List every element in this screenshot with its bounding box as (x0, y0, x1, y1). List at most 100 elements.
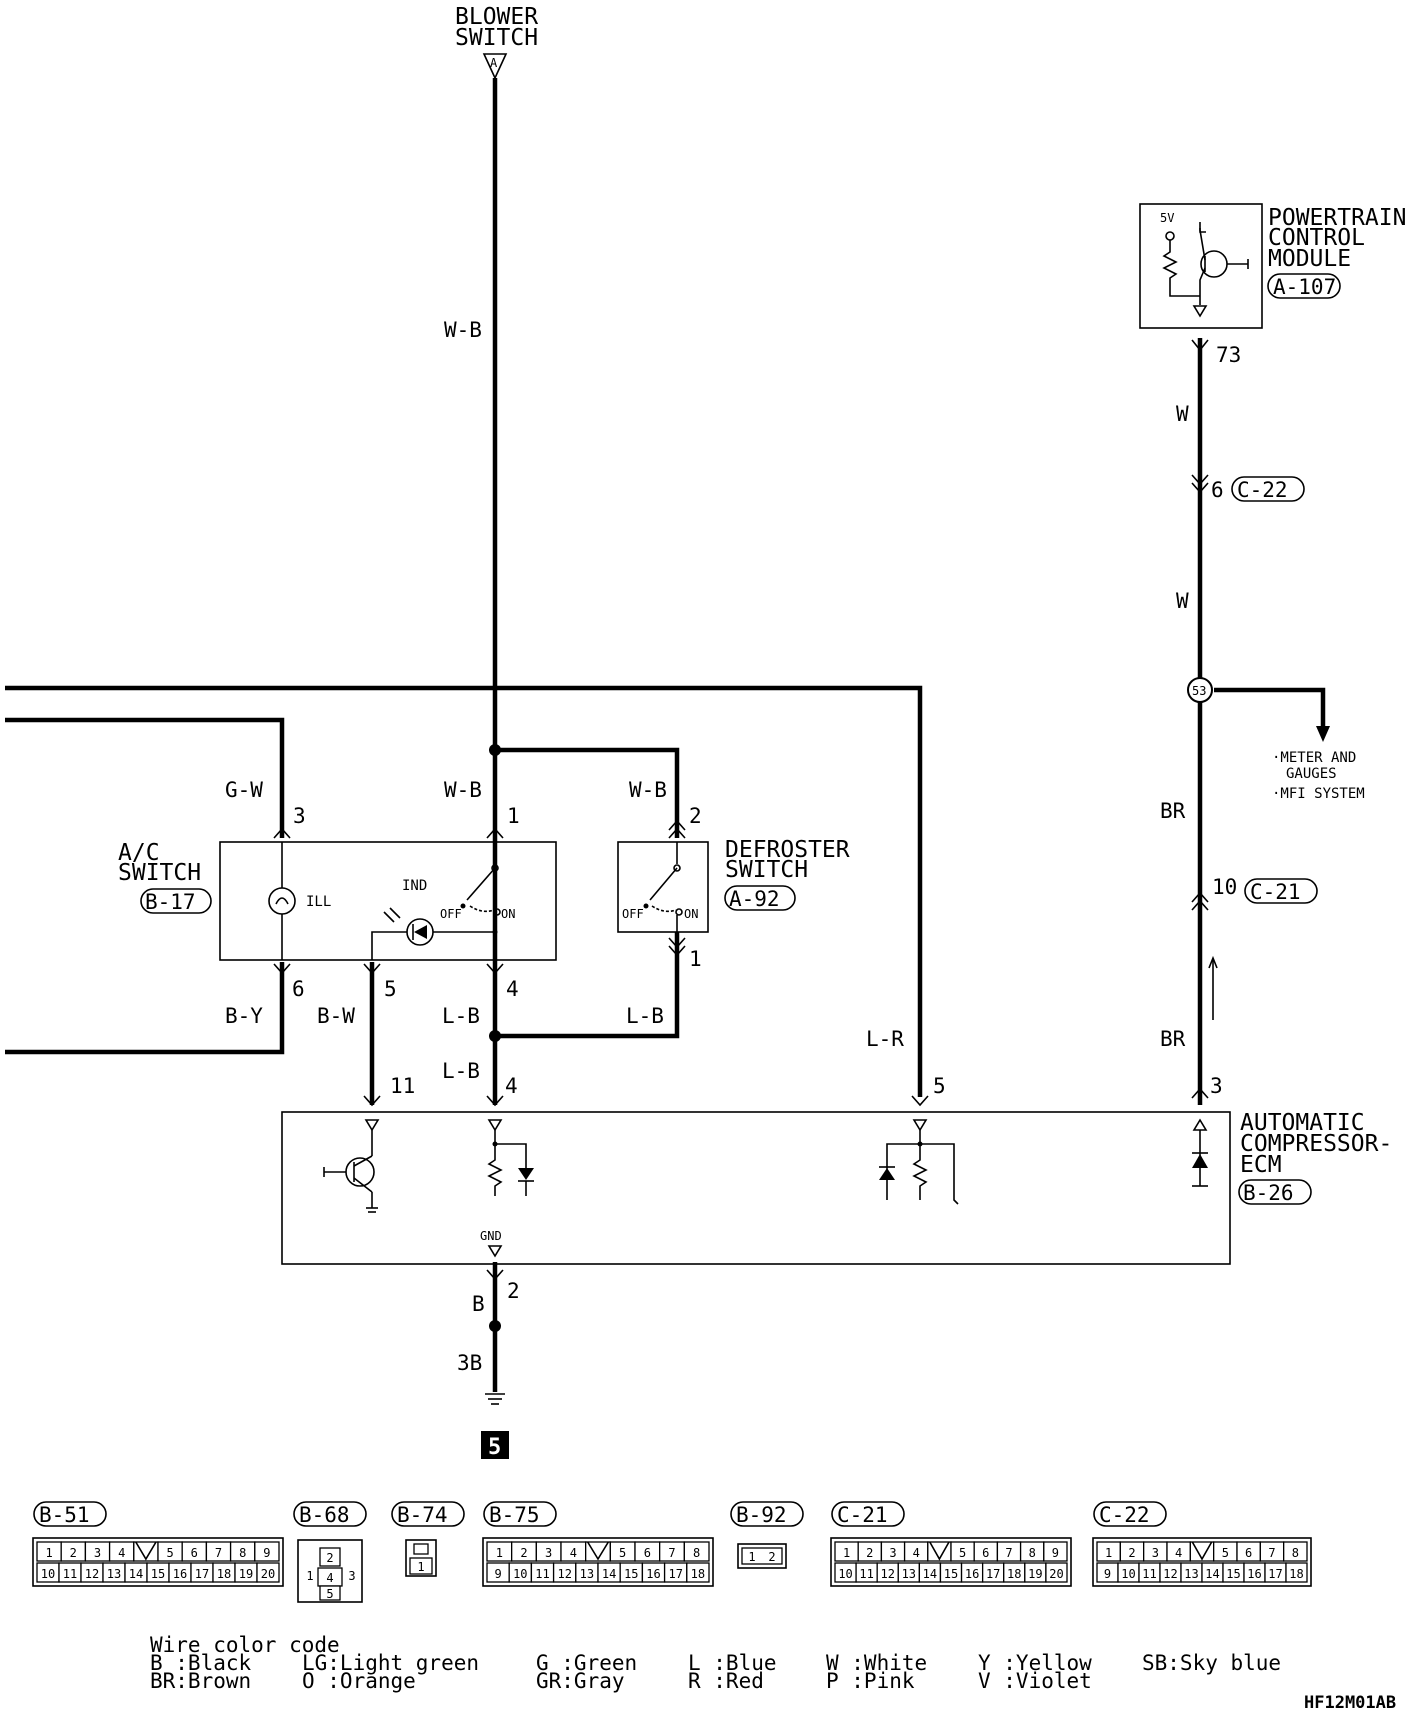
conn-b-51-pin: 11 (63, 1567, 77, 1581)
conn-b-75-pin: 13 (580, 1567, 594, 1581)
conn-b-75-pin: 1 (496, 1546, 503, 1560)
conn-c-21-pin: 2 (866, 1546, 873, 1560)
wire-color-gw: G-W (225, 778, 263, 802)
conn-b-51-label: B-51 (39, 1503, 90, 1527)
conn-b-75-key (586, 1541, 610, 1561)
conn-c-22-pin: 1 (1105, 1546, 1112, 1560)
conn-b-68-badge (293, 1501, 367, 1527)
ind-label: IND (402, 878, 427, 894)
conn-c-21-pin: 8 (1029, 1546, 1036, 1560)
conn-b-74-label: B-74 (397, 1503, 448, 1527)
conn-b-51-pin: 3 (94, 1546, 101, 1560)
pcm-title-1: POWERTRAIN (1268, 205, 1406, 231)
defroster-switch: DEFROSTER SWITCH A-92 OFF ON (617, 837, 850, 933)
conn-b-68-pin: 5 (326, 1587, 333, 1601)
conn-b-51-pin: 16 (173, 1567, 187, 1581)
wire-gw (5, 717, 285, 838)
wires (5, 78, 1330, 1392)
conn-b-74-badge (391, 1501, 465, 1527)
ill-label: ILL (306, 894, 331, 910)
ill-lamp-icon (268, 887, 296, 915)
branch-label-2: GAUGES (1286, 766, 1337, 782)
defroster-connector-badge (724, 885, 796, 911)
ecm-diode-4 (518, 1168, 534, 1180)
wire-color-wb-main: W-B (444, 318, 482, 342)
conn-c-22-pin-cell (1285, 1562, 1308, 1583)
ecm-resistor-4 (487, 1144, 503, 1196)
ecm-gnd-label: GND (480, 1229, 502, 1243)
legend-sb: SB:Sky blue (1142, 1651, 1281, 1675)
conn-b-75-pin: 16 (646, 1567, 660, 1581)
ac-switch-title-2: SWITCH (118, 860, 201, 886)
conn-b-92-badge (730, 1501, 804, 1527)
conn-c-22-housing (1092, 1537, 1312, 1587)
junction-53 (1187, 677, 1213, 703)
legend-w: W :White (826, 1651, 927, 1675)
pin-def-2: 2 (689, 804, 702, 828)
wire-color-w-top: W (1176, 402, 1189, 426)
conn-b-68-pin: 1 (306, 1569, 313, 1583)
conn-c-22-pin: 14 (1205, 1567, 1219, 1581)
ac-switch: A/C SWITCH B-17 ILL OFF ON IND (118, 840, 557, 961)
conn-b-75-pin: 10 (513, 1567, 527, 1581)
pcm-resistor (1162, 240, 1200, 297)
pin-ecm-4: 4 (505, 1074, 518, 1098)
ecm-diode-3 (1192, 1154, 1208, 1168)
conn-c-22-pin: 4 (1175, 1546, 1182, 1560)
conn-b-75-pin: 17 (668, 1567, 682, 1581)
junction-dot-lb (489, 1030, 501, 1042)
wire-wb-def (495, 747, 680, 838)
conn-c-22-pin: 16 (1247, 1567, 1261, 1581)
conn-b-75-label: B-75 (489, 1503, 540, 1527)
conn-c-22-pin-cell (1283, 1541, 1308, 1562)
conn-c-21-pin: 20 (1049, 1567, 1063, 1581)
conn-b-51-pin: 9 (263, 1546, 270, 1560)
legend-title: Wire color code (150, 1633, 340, 1657)
conn-c-22-pin: 13 (1184, 1567, 1198, 1581)
blower-switch: BLOWER SWITCH A (455, 4, 538, 80)
conn-c-21-pin: 19 (1028, 1567, 1042, 1581)
conn-b-92-label: B-92 (736, 1503, 787, 1527)
pin-ecm-3: 3 (1210, 1074, 1223, 1098)
legend-v: V :Violet (978, 1669, 1092, 1693)
defroster-switch-box (617, 841, 709, 933)
conn-c-21-label: C-21 (837, 1503, 888, 1527)
wire-color-lb-ecm: L-B (442, 1059, 480, 1083)
conn-b-51-pin: 13 (107, 1567, 121, 1581)
conn-b-75-pin: 12 (557, 1567, 571, 1581)
pin-ecm-11: 11 (390, 1074, 415, 1098)
pin-def-1: 1 (689, 947, 702, 971)
conn-c-22-label: C-22 (1099, 1503, 1150, 1527)
conn-c-22-pin: 17 (1268, 1567, 1282, 1581)
figure-code: HF12M01AB (1304, 1693, 1396, 1712)
pcm-5v-terminal (1165, 231, 1175, 241)
legend-lg: LG:Light green (302, 1651, 479, 1675)
c21-connector-label: C-21 (1250, 880, 1301, 904)
wire-branch-meter (1214, 687, 1326, 728)
conn-b-68-label: B-68 (299, 1503, 350, 1527)
conn-b-75-pin: 8 (693, 1546, 700, 1560)
conn-b-75-pin: 15 (624, 1567, 638, 1581)
conn-b-68-housing (297, 1539, 363, 1603)
conn-c-21-pin: 13 (902, 1567, 916, 1581)
conn-b-75-housing (482, 1537, 714, 1587)
conn-b-51-badge (33, 1501, 107, 1527)
conn-c-21-pin: 12 (881, 1567, 895, 1581)
conn-c-22-pin: 7 (1268, 1546, 1275, 1560)
conn-b-68-pin: 2 (326, 1551, 333, 1565)
conn-b-51-pin: 15 (151, 1567, 165, 1581)
pcm-pin-triangle (1192, 305, 1208, 318)
legend-o: O :Orange (302, 1669, 416, 1693)
conn-c-21-pin: 6 (982, 1546, 989, 1560)
legend-gr: GR:Gray (536, 1669, 625, 1693)
conn-c-21-pin: 9 (1052, 1546, 1059, 1560)
pcm-title-3: MODULE (1268, 246, 1351, 272)
conn-b-51-pin: 1 (45, 1546, 52, 1560)
conn-b-51-pin: 10 (41, 1567, 55, 1581)
conn-b-75-badge (483, 1501, 557, 1527)
conn-b-75-pin: 4 (570, 1546, 577, 1560)
branch-label-3: ·MFI SYSTEM (1272, 786, 1365, 802)
conn-c-22-pin: 9 (1104, 1567, 1111, 1581)
